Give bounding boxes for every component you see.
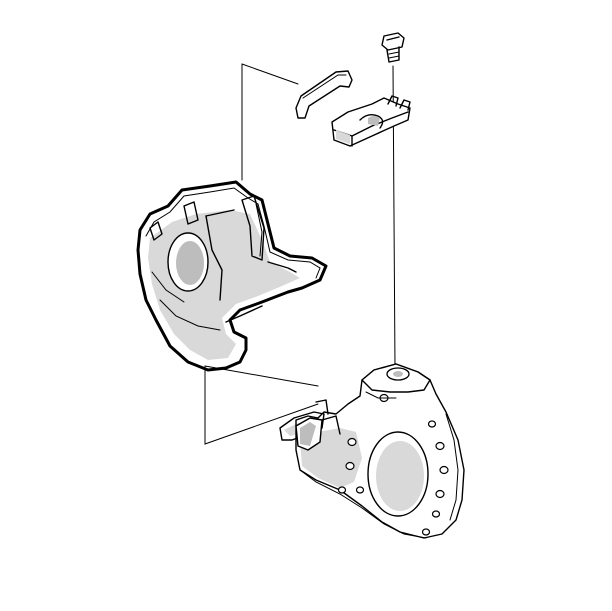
upper-anti-rattle-spring bbox=[331, 95, 411, 147]
mounting-bracket bbox=[295, 363, 465, 539]
upper-slide-clip bbox=[295, 70, 353, 119]
mounting-bolt bbox=[381, 32, 405, 63]
caliper-housing bbox=[136, 180, 328, 372]
bracket-bolt-holes bbox=[337, 393, 449, 536]
